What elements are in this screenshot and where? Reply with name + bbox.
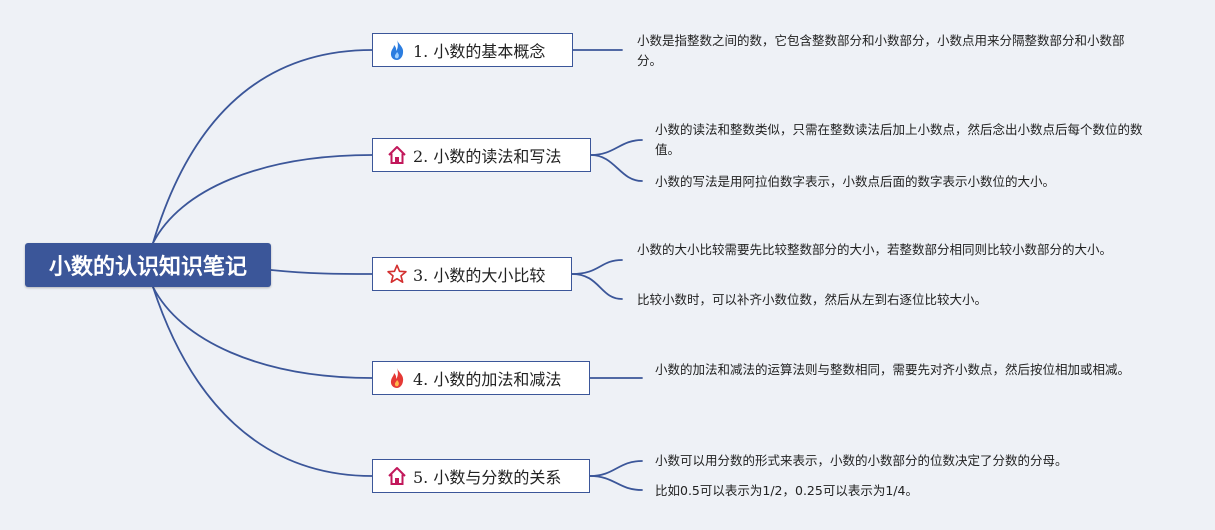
note-3-1: 小数的大小比较需要先比较整数部分的大小，若整数部分相同则比较小数部分的大小。: [637, 242, 1113, 257]
connector-topic-3-note-1: [571, 259, 623, 275]
note-4-1: 小数的加法和减法的运算法则与整数相同，需要先对齐小数点，然后按位相加或相减。: [655, 362, 1131, 377]
note-5-1: 小数可以用分数的形式来表示，小数的小数部分的位数决定了分数的分母。: [655, 453, 1068, 468]
house-icon: [387, 465, 407, 487]
root-title: 小数的认识知识笔记: [48, 255, 247, 280]
connector-root-topic-3: [270, 269, 373, 275]
house-icon: [387, 144, 407, 166]
topic-2[interactable]: 2. 小数的读法和写法: [372, 138, 591, 172]
topic-5[interactable]: 5. 小数与分数的关系: [372, 459, 590, 493]
connector-topic-2-note-1: [590, 139, 643, 156]
connector-topic-5-note-1: [589, 460, 643, 477]
topic-3-label: 3. 小数的大小比较: [413, 266, 546, 285]
star-outline-icon: [387, 263, 407, 285]
note-5-2: 比如0.5可以表示为1/2，0.25可以表示为1/4。: [655, 483, 918, 498]
red-flame-icon: [387, 367, 407, 389]
topic-2-label: 2. 小数的读法和写法: [413, 147, 562, 166]
note-2-2: 小数的写法是用阿拉伯数字表示，小数点后面的数字表示小数位的大小。: [655, 174, 1056, 189]
note-2-1: 小数的读法和整数类似，只需在整数读法后加上小数点，然后念出小数点后每个数位的数值…: [655, 122, 1143, 157]
connector-root-topic-5: [152, 286, 373, 477]
connector-topic-3-note-2: [571, 273, 623, 300]
connector-topic-5-note-2: [589, 475, 643, 491]
connector-root-topic-2: [152, 154, 373, 244]
topic-4[interactable]: 4. 小数的加法和减法: [372, 361, 590, 395]
topic-1[interactable]: 1. 小数的基本概念: [372, 33, 573, 67]
root-topic[interactable]: 小数的认识知识笔记: [25, 243, 271, 287]
topic-1-label: 1. 小数的基本概念: [413, 42, 546, 61]
connector-topic-2-note-2: [590, 154, 643, 182]
topic-4-label: 4. 小数的加法和减法: [413, 370, 562, 389]
topic-3[interactable]: 3. 小数的大小比较: [372, 257, 572, 291]
connector-root-topic-1: [152, 49, 373, 244]
topic-5-label: 5. 小数与分数的关系: [413, 468, 562, 487]
note-1-1: 小数是指整数之间的数，它包含整数部分和小数部分，小数点用来分隔整数部分和小数部分…: [637, 33, 1125, 68]
note-3-2: 比较小数时，可以补齐小数位数，然后从左到右逐位比较大小。: [637, 292, 988, 307]
connector-root-topic-4: [152, 286, 373, 379]
blue-flame-icon: [387, 39, 407, 61]
